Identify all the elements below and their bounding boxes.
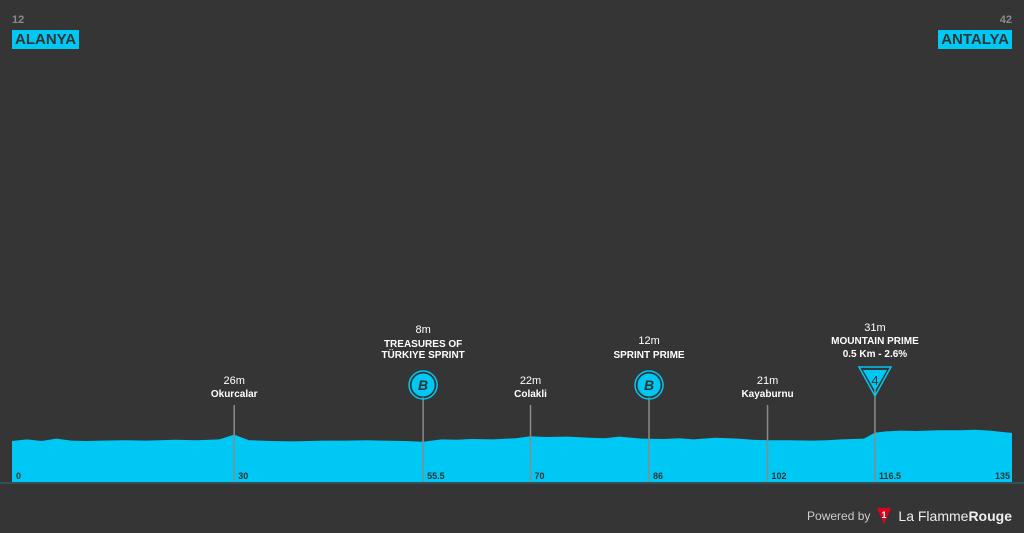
bonus-sprint-icon-ring — [634, 370, 664, 400]
x-tick-label: 102 — [772, 471, 787, 481]
mountain-prime-icon — [862, 370, 887, 391]
point-name-label: Okurcalar — [211, 389, 258, 400]
x-tick-label: 30 — [238, 471, 248, 481]
bonus-sprint-icon — [636, 372, 662, 398]
point-elevation-label: 8m — [415, 324, 430, 336]
point-elevation-label: 26m — [224, 375, 245, 387]
point-name-label: MOUNTAIN PRIME — [831, 336, 919, 347]
svg-text:1: 1 — [882, 510, 887, 520]
bonus-sprint-icon-ring — [408, 370, 438, 400]
brand-name-b: Rouge — [968, 508, 1012, 524]
x-tick-label: 70 — [535, 471, 545, 481]
x-tick-label: 116.5 — [879, 471, 901, 481]
point-name-label: TÜRKIYE SPRINT — [381, 348, 464, 361]
point-elevation-label: 22m — [520, 375, 541, 387]
x-tick-label: 86 — [653, 471, 663, 481]
mountain-category-label: 4 — [871, 373, 878, 388]
bonus-icon-letter: B — [418, 377, 428, 393]
x-tick-label: 135 — [995, 471, 1010, 481]
point-name-label: SPRINT PRIME — [613, 350, 684, 361]
elevation-profile-area — [12, 429, 1012, 482]
bonus-sprint-icon — [410, 372, 436, 398]
point-elevation-label: 12m — [638, 335, 659, 347]
finish-km: 42 — [999, 14, 1012, 26]
brand-name: La FlammeRouge — [898, 508, 1012, 524]
bonus-icon-letter: B — [644, 377, 654, 393]
start-km: 12 — [12, 14, 25, 26]
point-name-label: 0.5 Km - 2.6% — [843, 349, 908, 360]
brand-name-a: La Flamme — [898, 508, 969, 524]
point-name-label: Colakli — [514, 389, 547, 400]
point-name-label: TREASURES OF — [384, 339, 462, 350]
finish-block: 42 ANTALYA — [938, 14, 1012, 49]
start-city: ALANYA — [12, 30, 80, 49]
flamme-rouge-logo-icon: 1 — [877, 508, 892, 524]
x-tick-label: 55.5 — [427, 471, 445, 481]
finish-city: ANTALYA — [938, 30, 1012, 49]
powered-by: Powered by 1 La FlammeRouge — [807, 507, 1012, 525]
mountain-prime-icon-outline — [857, 366, 893, 398]
point-elevation-label: 21m — [757, 375, 778, 387]
point-name-label: Kayaburnu — [741, 389, 793, 400]
x-tick-label: 0 — [16, 471, 21, 481]
powered-by-label: Powered by — [807, 509, 871, 523]
start-block: 12 ALANYA — [12, 14, 80, 49]
point-elevation-label: 31m — [864, 322, 885, 334]
